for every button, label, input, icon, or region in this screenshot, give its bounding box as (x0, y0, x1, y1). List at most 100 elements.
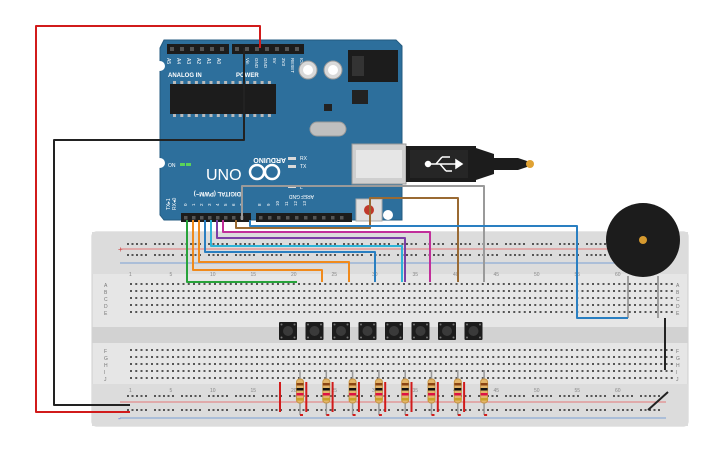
breadboard-hole[interactable] (523, 311, 526, 313)
rail-hole[interactable] (131, 395, 134, 397)
breadboard-hole[interactable] (355, 349, 358, 351)
breadboard-hole[interactable] (177, 311, 180, 313)
breadboard-hole[interactable] (408, 311, 411, 313)
rail-hole[interactable] (271, 254, 273, 256)
breadboard-hole[interactable] (571, 349, 573, 351)
breadboard-hole[interactable] (607, 377, 610, 379)
breadboard-hole[interactable] (418, 370, 421, 372)
breadboard-hole[interactable] (513, 297, 516, 299)
rail-hole[interactable] (586, 409, 588, 411)
rail-hole[interactable] (464, 254, 467, 256)
breadboard-hole[interactable] (319, 377, 321, 379)
breadboard-hole[interactable] (502, 290, 505, 292)
breadboard-hole[interactable] (298, 363, 300, 365)
breadboard-hole[interactable] (581, 304, 584, 306)
breadboard-hole[interactable] (376, 349, 379, 351)
breadboard-hole[interactable] (502, 349, 505, 351)
breadboard-hole[interactable] (476, 377, 479, 379)
breadboard-hole[interactable] (324, 297, 327, 299)
rail-hole[interactable] (347, 243, 350, 245)
breadboard-hole[interactable] (187, 363, 190, 365)
breadboard-hole[interactable] (387, 377, 390, 379)
rail-hole[interactable] (244, 254, 246, 256)
breadboard-hole[interactable] (497, 283, 500, 285)
breadboard-hole[interactable] (550, 283, 552, 285)
breadboard-hole[interactable] (282, 356, 285, 358)
rail-hole[interactable] (415, 395, 417, 397)
rail-hole[interactable] (145, 243, 147, 245)
breadboard-hole[interactable] (670, 290, 673, 292)
rail-hole[interactable] (442, 243, 444, 245)
breadboard-hole[interactable] (219, 349, 222, 351)
breadboard-hole[interactable] (476, 304, 479, 306)
breadboard-hole[interactable] (455, 290, 458, 292)
breadboard-hole[interactable] (355, 370, 358, 372)
rail-hole[interactable] (181, 395, 183, 397)
breadboard-hole[interactable] (235, 304, 237, 306)
breadboard-hole[interactable] (219, 304, 222, 306)
rail-hole[interactable] (239, 409, 242, 411)
breadboard-hole[interactable] (644, 356, 647, 358)
rail-hole[interactable] (307, 409, 309, 411)
rail-hole[interactable] (221, 409, 224, 411)
rail-hole[interactable] (469, 243, 471, 245)
breadboard-hole[interactable] (523, 297, 526, 299)
breadboard-hole[interactable] (361, 297, 363, 299)
breadboard-hole[interactable] (350, 370, 353, 372)
breadboard-hole[interactable] (403, 363, 405, 365)
breadboard-hole[interactable] (581, 377, 584, 379)
breadboard-hole[interactable] (376, 311, 379, 313)
breadboard-hole[interactable] (182, 363, 185, 365)
breadboard-hole[interactable] (334, 363, 337, 365)
wire-pin-8-magenta[interactable] (222, 220, 431, 282)
wire-pin-4-orange[interactable] (198, 220, 350, 282)
breadboard-hole[interactable] (282, 311, 285, 313)
breadboard-hole[interactable] (544, 283, 547, 285)
rail-hole[interactable] (194, 243, 197, 245)
breadboard-hole[interactable] (560, 370, 563, 372)
breadboard-hole[interactable] (240, 349, 243, 351)
breadboard-hole[interactable] (592, 311, 594, 313)
rail-hole[interactable] (460, 254, 462, 256)
breadboard-hole[interactable] (534, 370, 537, 372)
rail-hole[interactable] (293, 254, 296, 256)
breadboard-hole[interactable] (655, 290, 657, 292)
rail-hole[interactable] (145, 395, 147, 397)
breadboard-hole[interactable] (429, 363, 432, 365)
breadboard-hole[interactable] (203, 304, 206, 306)
rail-hole[interactable] (586, 254, 588, 256)
breadboard-hole[interactable] (397, 377, 400, 379)
breadboard-hole[interactable] (649, 349, 652, 351)
rail-hole[interactable] (509, 395, 512, 397)
resistor[interactable] (401, 370, 410, 415)
breadboard-hole[interactable] (455, 363, 458, 365)
breadboard-hole[interactable] (366, 356, 369, 358)
rail-hole[interactable] (343, 395, 345, 397)
breadboard-hole[interactable] (460, 363, 463, 365)
breadboard-hole[interactable] (156, 290, 159, 292)
breadboard-hole[interactable] (534, 363, 537, 365)
breadboard-hole[interactable] (492, 311, 495, 313)
breadboard-hole[interactable] (403, 311, 405, 313)
breadboard-hole[interactable] (256, 311, 258, 313)
breadboard-hole[interactable] (418, 283, 421, 285)
rail-hole[interactable] (140, 254, 143, 256)
breadboard-hole[interactable] (271, 370, 274, 372)
rail-hole[interactable] (212, 395, 215, 397)
rail-hole[interactable] (545, 409, 548, 411)
breadboard-hole[interactable] (513, 304, 516, 306)
breadboard-hole[interactable] (250, 356, 253, 358)
breadboard-hole[interactable] (250, 377, 253, 379)
wire-pin-5-blue[interactable] (204, 220, 376, 282)
breadboard-hole[interactable] (586, 304, 589, 306)
breadboard-hole[interactable] (634, 363, 636, 365)
breadboard-hole[interactable] (387, 290, 390, 292)
breadboard-hole[interactable] (455, 311, 458, 313)
breadboard-hole[interactable] (350, 304, 353, 306)
breadboard-hole[interactable] (355, 377, 358, 379)
breadboard-hole[interactable] (198, 349, 201, 351)
breadboard-hole[interactable] (366, 363, 369, 365)
breadboard-hole[interactable] (151, 311, 153, 313)
breadboard-hole[interactable] (665, 363, 668, 365)
breadboard-hole[interactable] (555, 377, 558, 379)
